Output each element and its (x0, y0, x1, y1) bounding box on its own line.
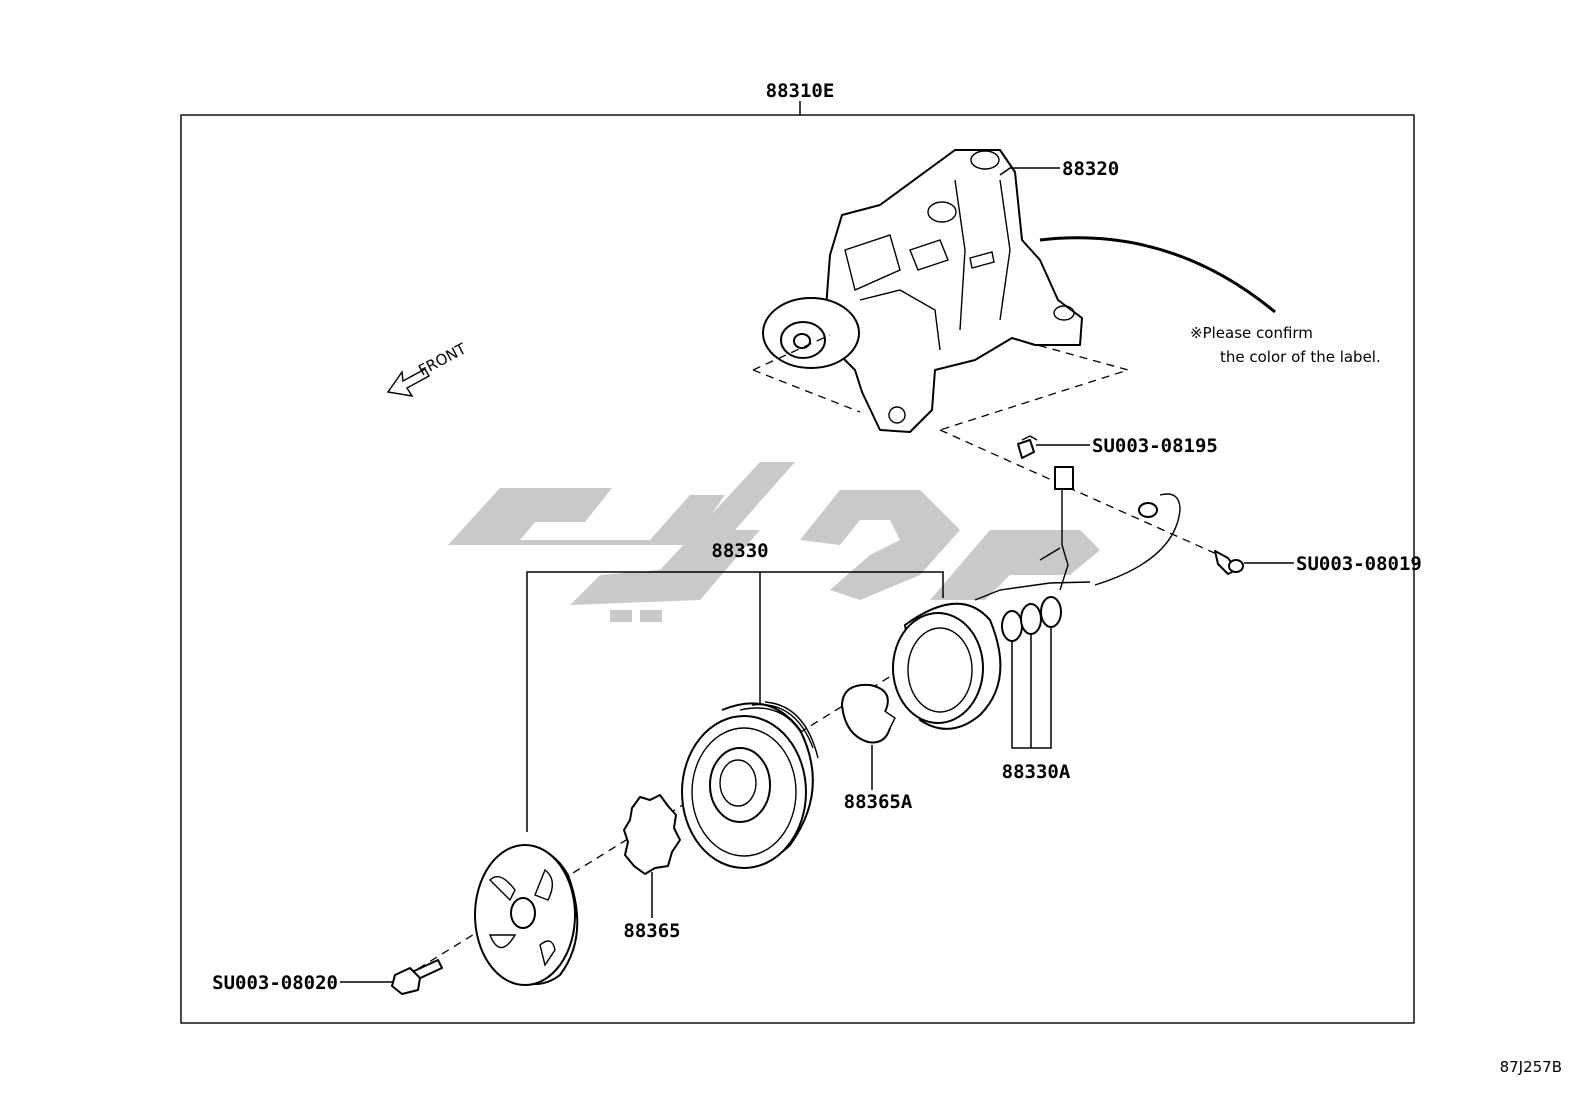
clip-drawing (1017, 435, 1038, 459)
shims-label: 88330A (1002, 761, 1071, 783)
watermark-logo (448, 462, 1100, 622)
washer-label: 88365 (623, 920, 680, 942)
note-line2: the color of the label. (1220, 348, 1381, 366)
clip-label: SU003-08195 (1092, 435, 1218, 457)
figure-code: 87J257B (1500, 1058, 1562, 1076)
field-coil-drawing (892, 581, 1091, 730)
snap-ring-drawing (841, 683, 896, 744)
front-arrow-icon (386, 368, 430, 397)
compressor-label: 88320 (1062, 158, 1119, 180)
clutch-assembly-label: 88330 (711, 540, 768, 562)
washer-drawing (623, 794, 681, 875)
assembly-frame (180, 114, 1415, 1024)
harness-bolt-drawing (1214, 550, 1244, 575)
assembly-label: 88310E (766, 80, 835, 102)
note-line1: ※Please confirm (1190, 324, 1313, 342)
harness-drawing (1039, 466, 1181, 591)
harness-bolt-label: SU003-08019 (1296, 553, 1422, 575)
hub-drawing (474, 844, 579, 986)
hub-bolt-label: SU003-08020 (212, 972, 338, 994)
front-label: FRONT (415, 339, 469, 379)
snap-ring-label: 88365A (844, 791, 913, 813)
label-pointer-curve (1039, 236, 1276, 314)
pulley-drawing (681, 701, 819, 869)
compressor-drawing (762, 149, 1083, 433)
hub-bolt-drawing (391, 959, 443, 995)
shim-drawing (1001, 596, 1062, 642)
